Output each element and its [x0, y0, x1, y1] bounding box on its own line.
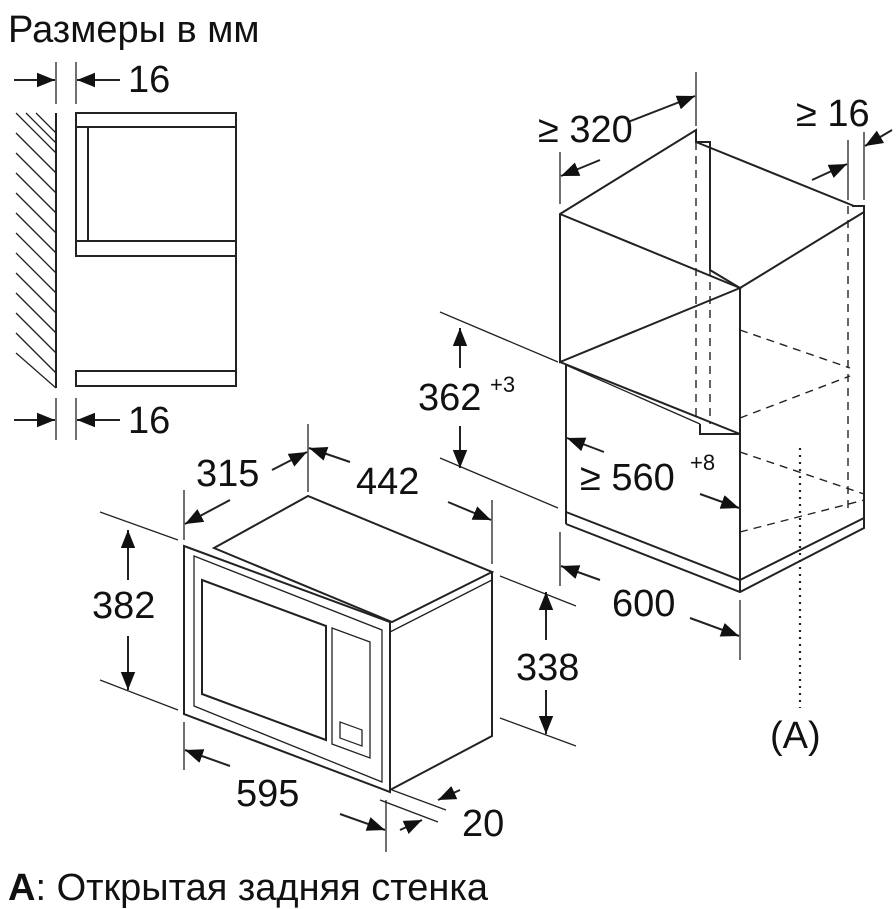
footnote-text: : Открытая задняя стенка — [35, 867, 488, 909]
frame-height-dimension: 382 — [92, 511, 179, 711]
niche-height-label: 362 — [418, 377, 481, 419]
side-view: 16 16 — [14, 59, 237, 442]
niche-width-tolerance: +8 — [690, 450, 715, 475]
frame-thickness-label: 20 — [462, 803, 504, 845]
footnote: A: Открытая задняя стенка — [8, 867, 489, 909]
body-height-label: 338 — [516, 647, 579, 689]
frame-width-label: 595 — [236, 773, 299, 815]
niche-height-dimension: 362 +3 — [418, 311, 559, 509]
niche-width-label: ≥ 560 — [580, 457, 675, 499]
cabinet-width-dimension: 600 — [559, 532, 741, 660]
gap-bottom-label: 16 — [128, 400, 170, 442]
callout-a-label: (A) — [770, 715, 821, 757]
niche-height-tolerance: +3 — [490, 372, 515, 397]
frame-width-dimension: 595 — [183, 722, 387, 852]
cabinet-width-label: 600 — [612, 583, 675, 625]
niche-width-dimension: ≥ 560 +8 — [566, 437, 740, 509]
rear-gap-dimension: ≥ 16 — [796, 93, 893, 200]
frame-thickness-dimension: 20 — [379, 785, 504, 845]
depth-min-dimension: ≥ 320 — [538, 72, 697, 204]
frame-depth-dimension: 315 — [183, 424, 309, 540]
hidden-edges — [695, 142, 865, 533]
body-width-label: 442 — [356, 461, 419, 503]
body-width-dimension: 442 — [308, 447, 493, 564]
depth-min-label: ≥ 320 — [538, 109, 633, 151]
footnote-key: A — [8, 867, 35, 909]
cabinet-view: (A) ≥ 320 ≥ 16 362 +3 — [418, 72, 893, 757]
gap-top-label: 16 — [128, 59, 170, 101]
frame-height-label: 382 — [92, 585, 155, 627]
body-height-dimension: 338 — [499, 575, 579, 747]
gap-bottom-dimension: 16 — [14, 398, 170, 442]
rear-gap-label: ≥ 16 — [796, 93, 870, 135]
wall-hatch — [15, 112, 57, 389]
gap-top-dimension: 16 — [14, 59, 170, 104]
page-title: Размеры в мм — [8, 9, 259, 51]
microwave-view: 315 442 382 338 — [92, 424, 579, 852]
cabinet-section — [75, 112, 237, 387]
frame-depth-label: 315 — [196, 453, 259, 495]
